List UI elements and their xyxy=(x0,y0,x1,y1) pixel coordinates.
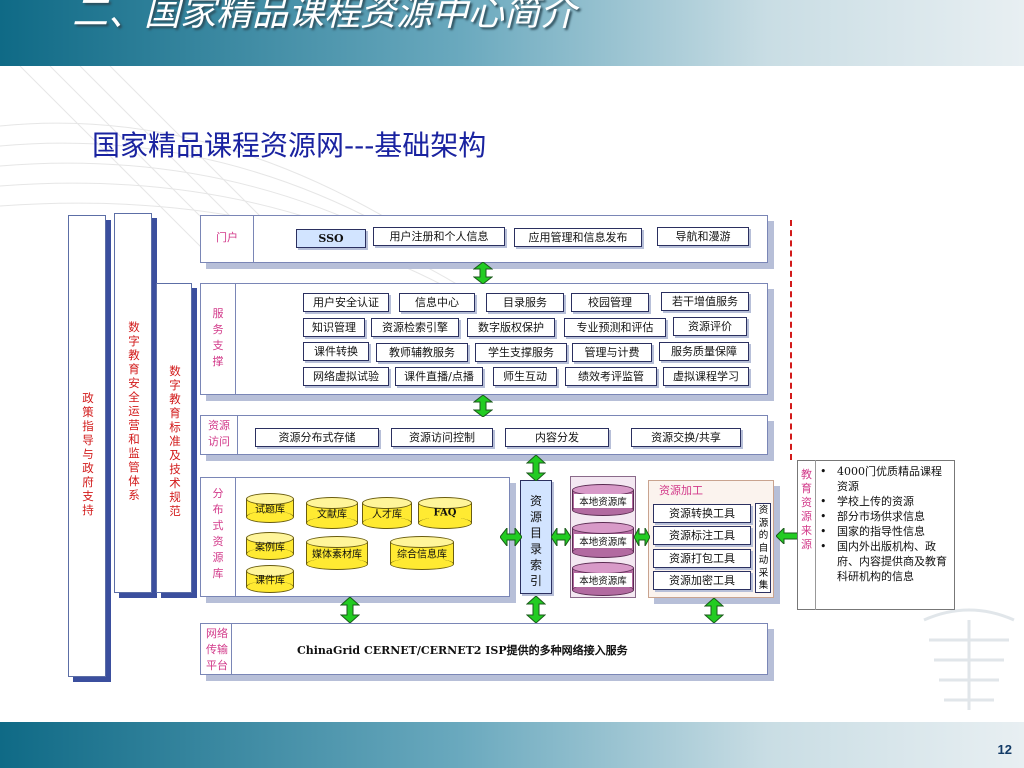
lib-case: 案例库 xyxy=(246,532,294,560)
lib-literature: 文献库 xyxy=(306,497,358,529)
svc-0-4: 若干增值服务 xyxy=(661,292,749,311)
svc-0-2: 目录服务 xyxy=(486,293,564,312)
local-lib-1: 本地资源库 xyxy=(572,484,634,516)
svc-2-1: 教师辅教服务 xyxy=(376,343,468,362)
tool-package: 资源打包工具 xyxy=(653,549,751,568)
dashed-separator xyxy=(790,220,792,460)
access-distribution: 内容分发 xyxy=(505,428,609,447)
network-label: 网络传输平台 xyxy=(206,627,228,672)
security-label: 数字教育安全运营和监管体系 xyxy=(128,320,140,502)
source-item: 国内外出版机构、政府、内容提供商及教育科研机构的信息 xyxy=(818,539,952,584)
portal-label: 门户 xyxy=(216,231,238,244)
sources-list: 4000门优质精品课程资源 学校上传的资源 部分市场供求信息 国家的指导性信息 … xyxy=(818,464,952,584)
service-block: 服务支撑 用户安全认证 信息中心 目录服务 校园管理 若干增值服务 知识管理 资… xyxy=(200,283,768,395)
source-item: 部分市场供求信息 xyxy=(818,509,952,524)
policy-label: 政策指导与政府支持 xyxy=(82,391,94,517)
emblem-watermark xyxy=(923,608,1015,710)
svc-3-0: 网络虚拟试验 xyxy=(303,367,389,386)
distributed-label: 分布式资源库 xyxy=(212,487,224,580)
arrow-local-processing xyxy=(634,528,650,546)
standards-label: 数字教育标准及技术规范 xyxy=(169,364,181,518)
arrow-portal-service xyxy=(473,262,493,284)
svc-3-3: 绩效考评监管 xyxy=(565,367,657,386)
security-panel: 数字教育安全运营和监管体系 xyxy=(114,213,152,593)
tool-encrypt: 资源加密工具 xyxy=(653,571,751,590)
arrow-distributed-network xyxy=(340,597,360,623)
portal-block: 门户 SSO 用户注册和个人信息 应用管理和信息发布 导航和漫游 xyxy=(200,215,768,263)
svc-2-3: 管理与计费 xyxy=(572,343,652,362)
lib-exam: 试题库 xyxy=(246,493,294,523)
standards-panel: 数字教育标准及技术规范 xyxy=(156,283,192,593)
auto-collect: 资源的自动采集 xyxy=(755,503,771,593)
access-block: 资源访问 资源分布式存储 资源访问控制 内容分发 资源交换/共享 xyxy=(200,415,768,455)
slide-title: 二、国家精品课程资源中心简介 xyxy=(72,0,577,34)
diagram-title: 国家精品课程资源网---基础架构 xyxy=(92,129,487,162)
resource-index: 资源目录索引 xyxy=(520,480,552,594)
arrow-processing-network xyxy=(704,598,724,623)
policy-panel: 政策指导与政府支持 xyxy=(68,215,106,677)
lib-talent: 人才库 xyxy=(362,497,412,529)
svc-1-0: 知识管理 xyxy=(303,318,365,337)
lib-media: 媒体素材库 xyxy=(306,536,368,570)
arrow-access-index xyxy=(526,455,546,481)
source-item: 学校上传的资源 xyxy=(818,494,952,509)
page-number: 12 xyxy=(997,742,1012,757)
tool-annotate: 资源标注工具 xyxy=(653,526,751,545)
svc-0-1: 信息中心 xyxy=(399,293,475,312)
local-lib-2: 本地资源库 xyxy=(572,522,634,558)
portal-sso: SSO xyxy=(296,229,366,248)
arrow-service-access xyxy=(473,395,493,417)
svc-1-3: 专业预测和评估 xyxy=(564,318,666,337)
portal-app-manage: 应用管理和信息发布 xyxy=(514,228,642,247)
portal-register: 用户注册和个人信息 xyxy=(373,227,505,246)
arrow-index-local xyxy=(551,528,571,546)
arrow-distributed-index xyxy=(500,528,522,546)
arrow-sources-processing xyxy=(776,528,798,544)
svc-2-0: 课件转换 xyxy=(303,342,369,361)
portal-navigation: 导航和漫游 xyxy=(657,227,749,246)
source-item: 4000门优质精品课程资源 xyxy=(818,464,952,494)
svc-1-1: 资源检索引擎 xyxy=(371,318,459,337)
svc-1-2: 数字版权保护 xyxy=(467,318,555,337)
svc-3-4: 虚拟课程学习 xyxy=(663,367,749,386)
svc-3-2: 师生互动 xyxy=(493,367,557,386)
lib-courseware: 课件库 xyxy=(246,565,294,593)
access-control: 资源访问控制 xyxy=(391,428,493,447)
svc-1-4: 资源评价 xyxy=(673,317,747,336)
access-exchange: 资源交换/共享 xyxy=(631,428,741,447)
network-text: ChinaGrid CERNET/CERNET2 ISP提供的多种网络接入服务 xyxy=(297,644,628,657)
svc-2-2: 学生支撑服务 xyxy=(475,343,567,362)
svc-2-4: 服务质量保障 xyxy=(659,342,749,361)
tool-convert: 资源转换工具 xyxy=(653,504,751,523)
resource-index-label: 资源目录索引 xyxy=(529,494,542,588)
svc-0-0: 用户安全认证 xyxy=(303,293,389,312)
lib-faq: FAQ xyxy=(418,497,472,529)
access-storage: 资源分布式存储 xyxy=(255,428,379,447)
sources-label: 教育资源来源 xyxy=(801,468,812,551)
arrow-index-network xyxy=(526,596,546,623)
source-item: 国家的指导性信息 xyxy=(818,524,952,539)
network-block: 网络传输平台 ChinaGrid CERNET/CERNET2 ISP提供的多种… xyxy=(200,623,768,675)
local-lib-3: 本地资源库 xyxy=(572,562,634,596)
access-label: 资源访问 xyxy=(208,419,230,448)
lib-integrated: 综合信息库 xyxy=(390,536,454,570)
auto-collect-label: 资源的自动采集 xyxy=(758,505,769,591)
svc-3-1: 课件直播/点播 xyxy=(395,367,483,386)
svc-0-3: 校园管理 xyxy=(571,293,649,312)
footer-band xyxy=(0,722,1024,768)
service-label: 服务支撑 xyxy=(212,307,224,368)
processing-block: 资源加工 资源转换工具 资源标注工具 资源打包工具 资源加密工具 资源的自动采集 xyxy=(648,480,774,598)
title-band xyxy=(0,0,1024,66)
processing-label: 资源加工 xyxy=(659,484,703,497)
